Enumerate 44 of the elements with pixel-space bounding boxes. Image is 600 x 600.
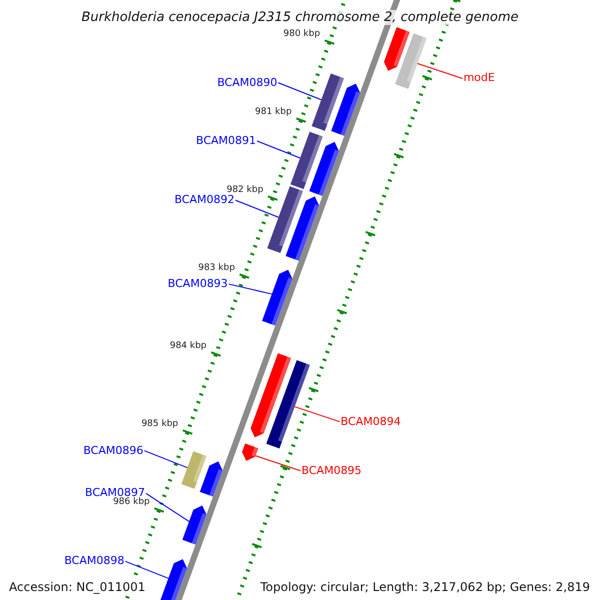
leader-line: [235, 200, 279, 218]
gene-feature: [160, 559, 187, 600]
gene-label: BCAM0898: [64, 554, 124, 568]
gene-feature: [331, 84, 360, 136]
gene-label: BCAM0891: [196, 134, 256, 148]
gene-label: BCAM0894: [340, 414, 401, 428]
scale-label: 983 kbp: [198, 262, 235, 274]
gene-feature: [181, 451, 206, 489]
leader-line: [278, 82, 322, 100]
gene-feature: [182, 506, 206, 545]
gene-feature: [309, 142, 339, 196]
topology-text: Topology: circular; Length: 3,217,062 bp; Genes: 2,819: [260, 580, 590, 594]
leader-line: [124, 560, 169, 579]
gene-feature: [262, 270, 292, 326]
gene-feature: [286, 196, 319, 261]
gene-feature: [384, 27, 410, 71]
gene-feature: [250, 353, 292, 438]
leader-line: [294, 406, 340, 422]
gene-label: modE: [463, 71, 495, 85]
gene-label: BCAM0892: [174, 193, 234, 206]
leader-line: [228, 284, 272, 295]
leader-line: [255, 455, 302, 472]
title: Burkholderia cenocepacia J2315 chromosome 2, complete genome: [81, 10, 519, 25]
scale-label: 981 kbp: [255, 106, 292, 118]
scale-label: 980 kbp: [283, 28, 320, 40]
scale-label: 986 kbp: [113, 496, 150, 508]
gene-feature: [200, 461, 223, 497]
accession-text: Accession: NC_011001: [9, 580, 146, 594]
gene-feature: [267, 186, 303, 254]
gene-label: BCAM0893: [168, 277, 228, 290]
scale-label: 982 kbp: [226, 184, 264, 195]
gene-label: BCAM0890: [217, 76, 278, 89]
gene-feature: [290, 132, 323, 190]
scale-label: 985 kbp: [141, 418, 178, 430]
gene-feature: [242, 443, 258, 461]
leader-line: [144, 450, 188, 468]
gene-feature: [266, 360, 310, 448]
scale-label: 984 kbp: [170, 340, 207, 352]
gene-label: BCAM0895: [302, 464, 362, 477]
leader-line: [256, 140, 301, 159]
gene-label: BCAM0896: [83, 444, 144, 457]
gene-feature: [395, 33, 427, 89]
leader-line: [416, 62, 463, 79]
gene-feature: [312, 73, 344, 131]
